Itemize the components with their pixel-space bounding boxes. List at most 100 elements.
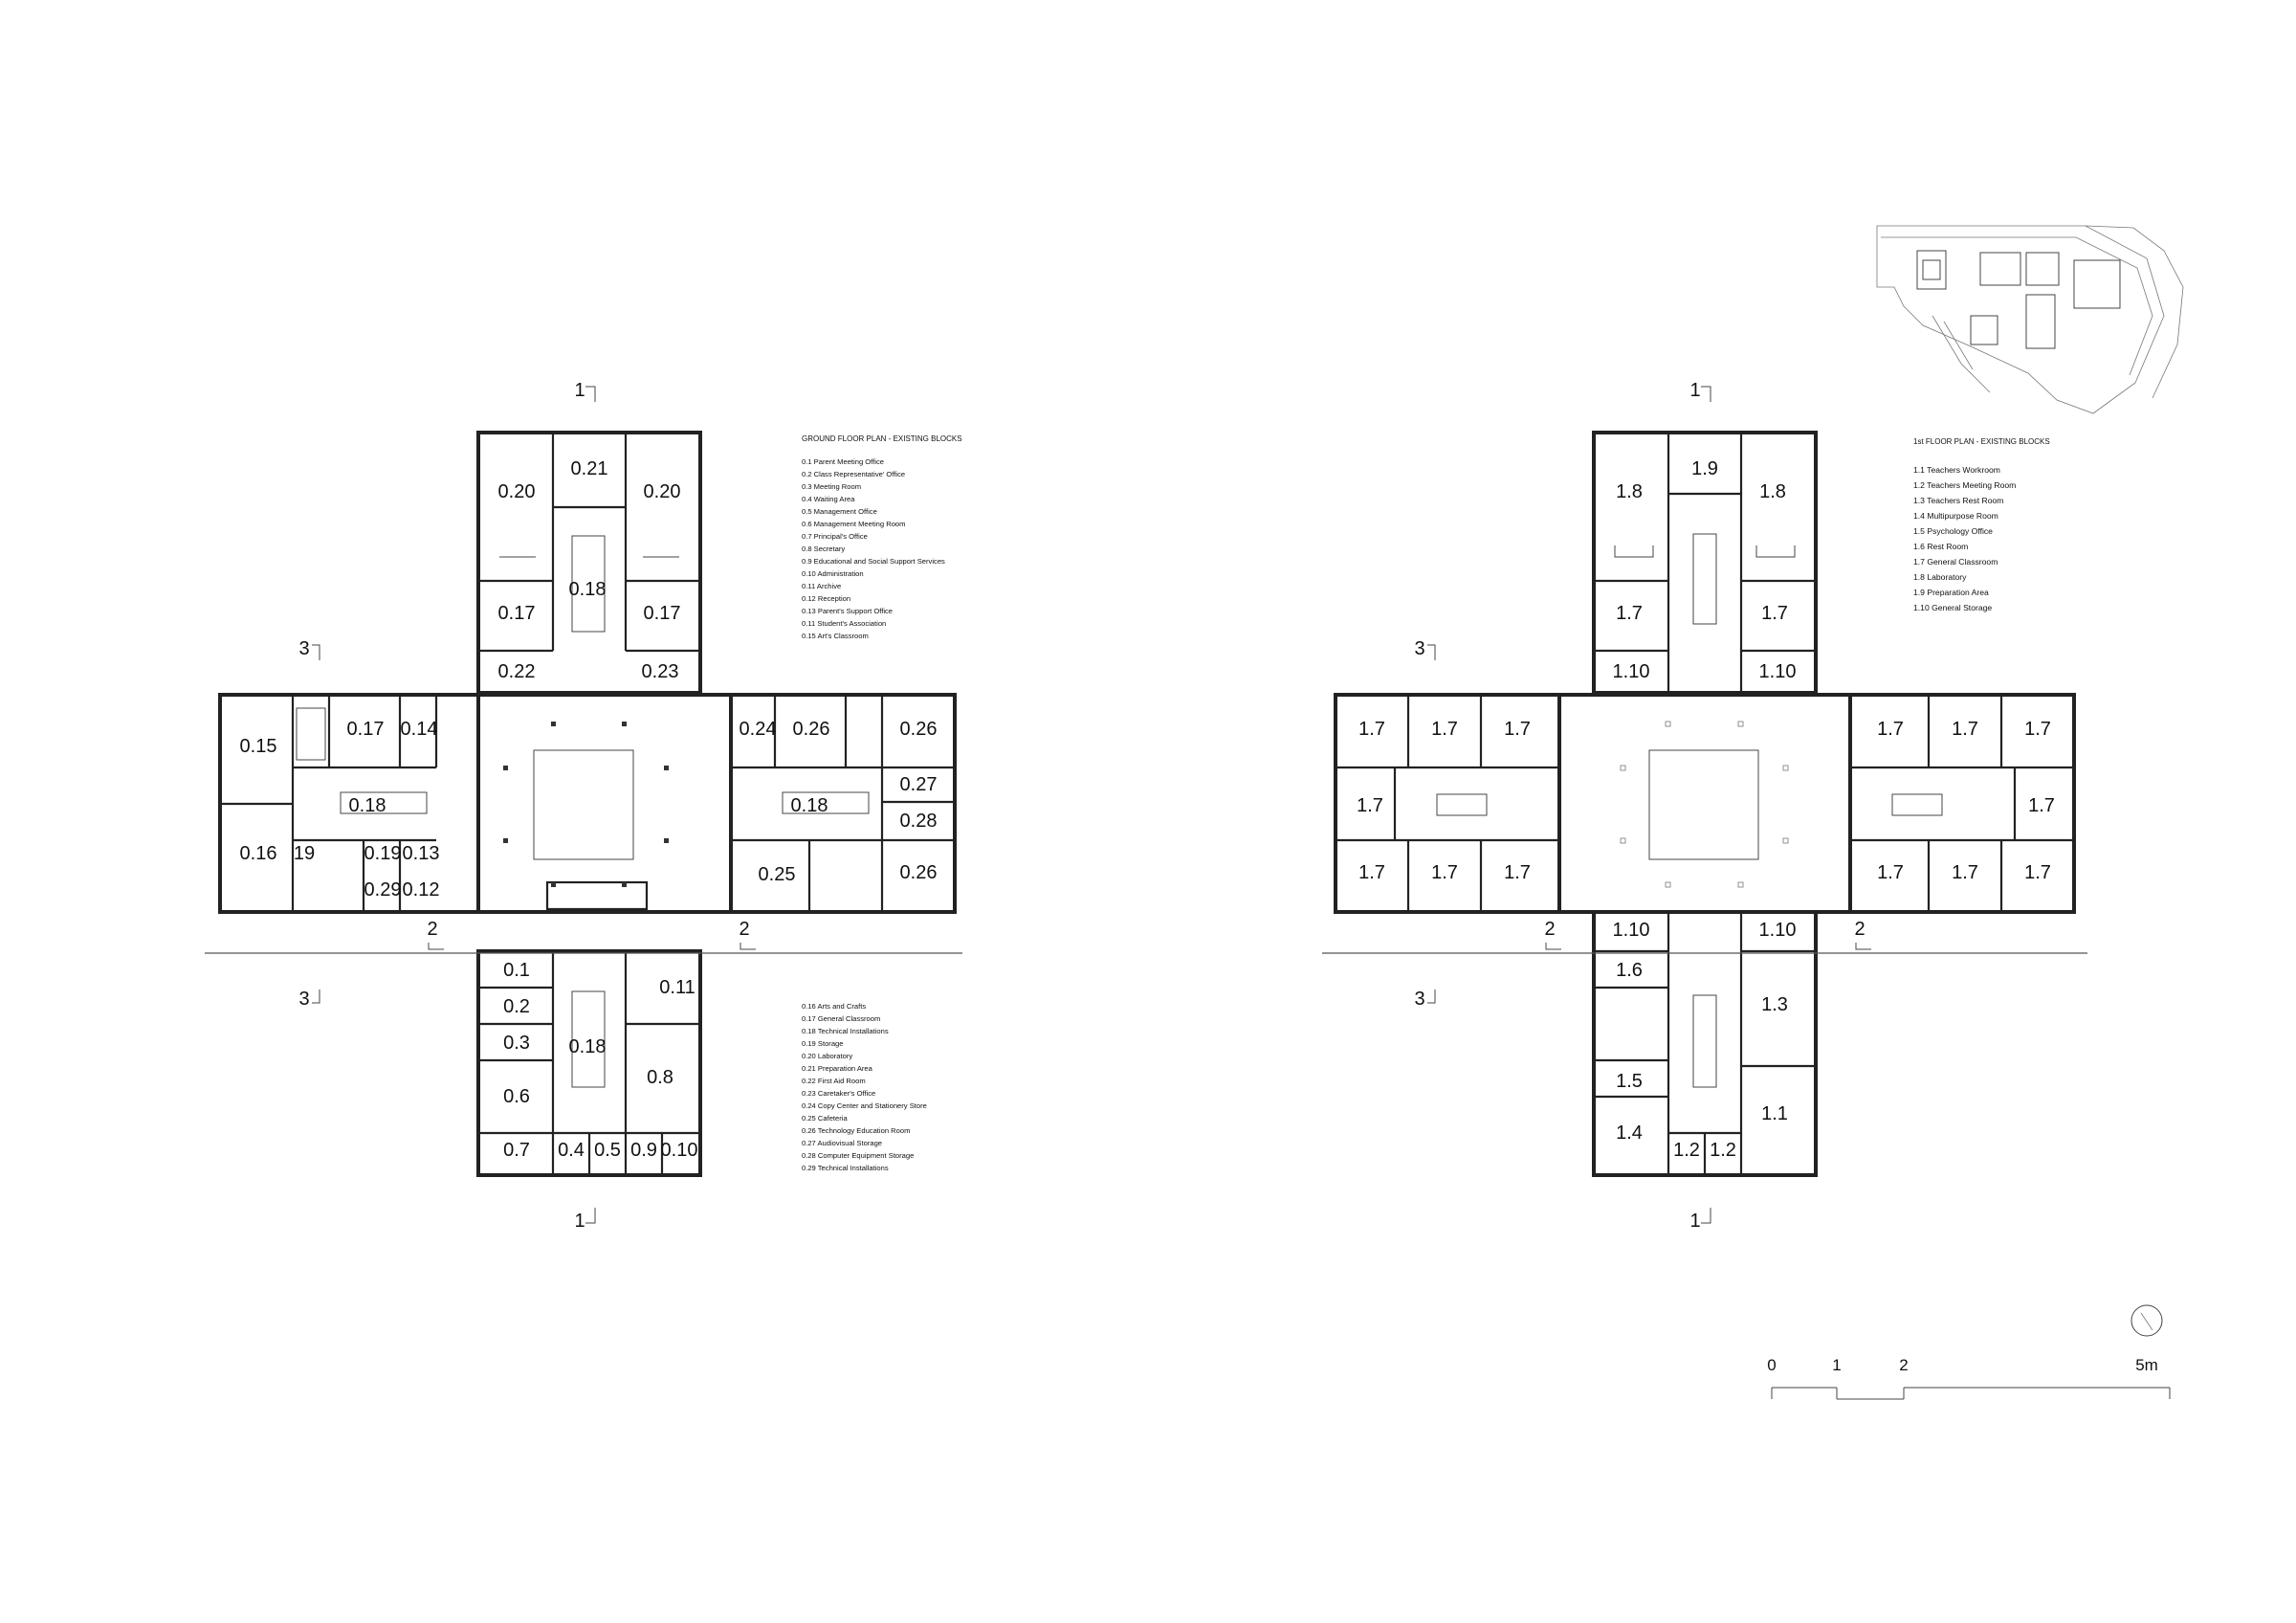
section-marker-3: 3 <box>1414 638 1424 659</box>
legend-item: 0.8 Secretary <box>802 545 845 553</box>
gf-stair-east <box>782 791 870 814</box>
room-label: 0.18 <box>349 795 386 816</box>
room-label: 1.6 <box>1616 960 1643 981</box>
north-arrow-needle <box>2140 1312 2153 1331</box>
section-marker-3: 3 <box>298 638 309 659</box>
site-building <box>1970 315 1998 345</box>
room-label: 0.7 <box>503 1140 530 1161</box>
legend-item: 0.12 Reception <box>802 594 850 603</box>
legend-item: 1.4 Multipurpose Room <box>1913 511 1998 521</box>
room-label: 0.2 <box>503 996 530 1017</box>
gf-column <box>664 838 669 843</box>
room-label: 0.9 <box>630 1140 657 1161</box>
room-label: 0.29 <box>364 879 402 900</box>
section-marker-2: 2 <box>1854 919 1865 940</box>
site-path <box>1932 315 1991 393</box>
legend-item: 0.18 Technical Installations <box>802 1027 889 1035</box>
room-label: 1.7 <box>1431 719 1458 740</box>
room-label: 1.7 <box>1357 795 1383 816</box>
scale-tick-label: 2 <box>1899 1356 1908 1374</box>
ff-stair-west <box>1436 793 1488 816</box>
gf-courtyard <box>533 749 634 860</box>
section-arrow <box>1855 943 1871 950</box>
room-label: 1.7 <box>2024 862 2051 883</box>
gf-central-hall-outline <box>476 693 733 914</box>
ground-floor-room-labels: 0.20 0.21 0.20 0.18 0.17 0.17 0.22 0.23 … <box>240 458 938 1161</box>
room-label: 19 <box>294 843 315 864</box>
room-label: 1.7 <box>1952 719 1978 740</box>
legend-item: 1.10 General Storage <box>1913 603 1992 612</box>
section-arrow <box>740 943 756 950</box>
legend-title: 1st FLOOR PLAN - EXISTING BLOCKS <box>1913 437 2050 446</box>
gf-column <box>622 882 627 887</box>
room-label: 1.10 <box>1613 661 1650 682</box>
section-arrow <box>312 989 320 1004</box>
first-floor-section-markers: 1 1 2 2 3 3 <box>1414 380 1871 1232</box>
legend-item: 1.9 Preparation Area <box>1913 588 1989 597</box>
legend-item: 0.6 Management Meeting Room <box>802 520 905 528</box>
gf-entrance-canopy <box>545 880 649 911</box>
ff-stair-east <box>1891 793 1943 816</box>
room-label: 0.26 <box>900 719 938 740</box>
gf-column <box>503 766 508 770</box>
room-label: 1.7 <box>1504 862 1531 883</box>
section-arrow <box>1427 989 1436 1004</box>
room-label: 0.27 <box>900 774 938 795</box>
room-label: 0.22 <box>498 661 536 682</box>
room-label: 0.23 <box>642 661 679 682</box>
room-label: 0.28 <box>900 811 938 832</box>
room-label: 0.25 <box>759 864 796 885</box>
legend-item: 0.17 General Classroom <box>802 1014 880 1023</box>
legend-item: 0.11 Archive <box>802 582 841 590</box>
section-arrow <box>585 1208 596 1224</box>
ff-east-wing-outline <box>1848 693 2076 914</box>
section-arrow <box>1701 1208 1711 1224</box>
section-marker-1: 1 <box>574 1211 585 1232</box>
site-key-plan <box>1876 225 2184 414</box>
room-label: 0.26 <box>793 719 830 740</box>
room-label: 0.6 <box>503 1086 530 1107</box>
legend-item: 1.3 Teachers Rest Room <box>1913 496 2003 505</box>
section-marker-2: 2 <box>1544 919 1555 940</box>
section-marker-2: 2 <box>739 919 749 940</box>
gf-column <box>551 722 556 726</box>
room-label: 0.18 <box>569 1036 607 1057</box>
ff-stair-north <box>1692 533 1717 625</box>
room-label: 0.18 <box>791 795 828 816</box>
section-marker-3: 3 <box>298 989 309 1010</box>
room-label: 1.7 <box>2028 795 2055 816</box>
legend-item: 0.27 Audiovisual Storage <box>802 1139 882 1147</box>
legend-item: 0.2 Class Representative' Office <box>802 470 905 478</box>
room-label: 0.11 <box>659 977 695 998</box>
legend-item: 0.10 Administration <box>802 569 864 578</box>
section-arrow <box>1701 386 1711 402</box>
room-label: 1.10 <box>1759 920 1797 941</box>
legend-item: 1.6 Rest Room <box>1913 542 1968 551</box>
room-label: 1.10 <box>1613 920 1650 941</box>
room-label: 1.4 <box>1616 1123 1643 1144</box>
room-label: 1.3 <box>1761 994 1788 1015</box>
gf-stair-south <box>571 990 606 1088</box>
room-label: 0.14 <box>401 719 438 740</box>
site-building <box>1916 250 1947 290</box>
ff-bench <box>1614 545 1654 558</box>
room-label: 1.7 <box>1358 862 1385 883</box>
room-label: 1.2 <box>1673 1140 1700 1161</box>
gf-east-wing-outline <box>729 693 957 914</box>
section-marker-1: 1 <box>1689 1211 1700 1232</box>
room-label: 0.16 <box>240 843 277 864</box>
room-label: 1.2 <box>1710 1140 1736 1161</box>
room-label: 1.7 <box>1358 719 1385 740</box>
room-label: 0.26 <box>900 862 938 883</box>
legend-item: 0.21 Preparation Area <box>802 1064 873 1073</box>
legend-title: GROUND FLOOR PLAN - EXISTING BLOCKS <box>802 434 962 443</box>
room-label: 0.3 <box>503 1033 530 1054</box>
legend-item: 0.4 Waiting Area <box>802 495 855 503</box>
legend-item: 0.25 Cafeteria <box>802 1114 848 1123</box>
gf-stair-north <box>571 535 606 633</box>
ff-column <box>1737 881 1744 888</box>
room-label: 1.7 <box>1877 862 1904 883</box>
first-floor-plan <box>1322 431 2087 1177</box>
room-label: 1.9 <box>1691 458 1718 479</box>
room-label: 1.7 <box>2024 719 2051 740</box>
